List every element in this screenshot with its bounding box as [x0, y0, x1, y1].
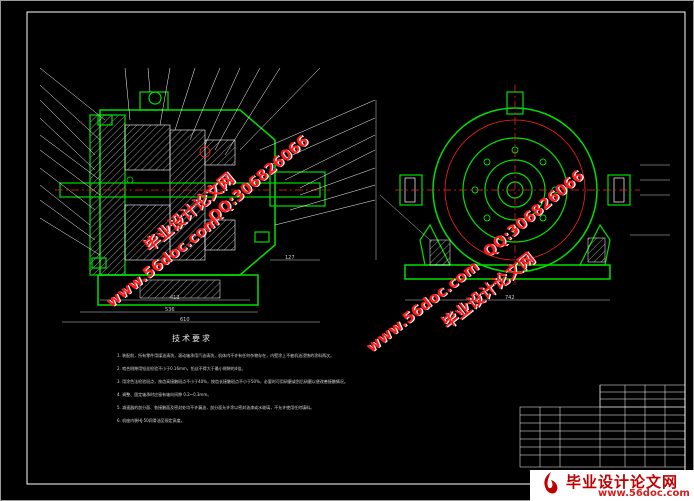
- notes-body: 1. 装配前，所有零件用煤油清洗，滚动轴承用汽油清洗，机体内不许有任何杂物存在，…: [117, 349, 367, 427]
- front-view: [379, 85, 670, 301]
- dim-text-4: 127: [285, 255, 295, 261]
- note-line: 4. 调整、固定轴承时应留有轴向间隙 0.2~0.3mm。: [117, 392, 212, 397]
- site-logo-icon: [544, 472, 558, 494]
- inner-frame: [26, 11, 686, 485]
- side-section-view: [39, 67, 377, 323]
- dim-text-2: 536: [165, 307, 175, 313]
- dim-text-3: 610: [180, 317, 190, 323]
- footer-banner: [530, 470, 694, 501]
- footer-site-name: 毕业设计论文网: [566, 473, 679, 491]
- note-line: 3. 用涂色法检验斑点，按齿高接触斑点不小于40%，按齿长接触斑点不小于50%，…: [117, 379, 348, 384]
- title-block: [519, 384, 686, 468]
- dim-text-5: 742: [505, 295, 515, 301]
- note-line: 5. 减速器的剖分面、各接触面及密封处均不许漏油，剖分面允许涂以密封油漆或水玻璃…: [117, 405, 315, 410]
- notes-title: 技术要求: [172, 334, 212, 343]
- footer-url: www.56doc.com: [598, 488, 690, 499]
- note-line: 1. 装配前，所有零件用煤油清洗，滚动轴承用汽油清洗，机体内不许有任何杂物存在，…: [117, 353, 335, 358]
- note-line: 2. 啮合侧隙用铅丝检验不小于0.16mm，铅丝不得大于最小侧隙的4倍。: [117, 366, 246, 371]
- note-line: 6. 机座内装HJ-50润滑油至规定高度。: [117, 418, 185, 423]
- dim-text-1: 412: [170, 295, 180, 301]
